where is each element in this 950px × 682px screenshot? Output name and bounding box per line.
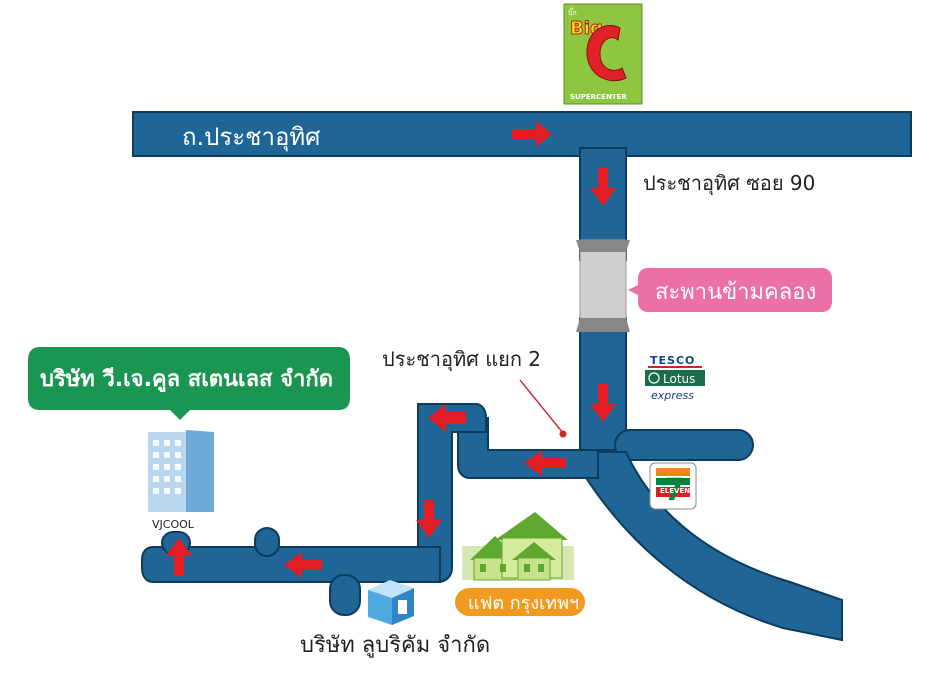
svg-text:สะพานข้ามคลอง: สะพานข้ามคลอง xyxy=(655,280,816,305)
stub-road-mid xyxy=(254,527,280,557)
main-road-label: ถ.ประชาอุทิศ xyxy=(182,123,320,152)
svg-text:7: 7 xyxy=(664,473,685,508)
arrow-left-bottom-road xyxy=(284,552,322,578)
vjcool-building: VJCOOL xyxy=(148,430,214,531)
route-arrows xyxy=(166,121,616,578)
bridge-callout: สะพานข้ามคลอง xyxy=(628,268,832,312)
lubricom-building xyxy=(368,580,414,625)
arrow-down-soi90 xyxy=(590,168,616,206)
svg-text:บิ๊ก: บิ๊ก xyxy=(568,7,577,17)
vjcool-label: VJCOOL xyxy=(152,518,195,531)
flats-label-badge: แฟต กรุงเทพฯ xyxy=(455,588,585,616)
svg-text:Lotus: Lotus xyxy=(663,372,695,386)
junction-pointer xyxy=(519,379,564,434)
svg-text:express: express xyxy=(651,389,694,402)
side-road-east xyxy=(614,429,754,461)
arrow-down-connector xyxy=(416,500,442,538)
arrow-up-vjcool xyxy=(166,538,192,576)
svg-text:SUPERCENTER: SUPERCENTER xyxy=(570,93,627,101)
junction-label: ประชาอุทิศ แยก 2 xyxy=(382,347,541,372)
bridge xyxy=(576,239,630,332)
svg-text:แฟต กรุงเทพฯ: แฟต กรุงเทพฯ xyxy=(468,593,579,614)
bigc-logo: บิ๊ก Big SUPERCENTER xyxy=(563,3,643,105)
tesco-lotus-logo: TESCO Lotus express xyxy=(645,354,705,402)
company-callout: บริษัท วี.เจ.คูล สเตนเลส จำกัด xyxy=(28,347,350,420)
junction-dot xyxy=(559,430,567,438)
lubricom-label: บริษัท ลูบริคัม จำกัด xyxy=(300,633,490,658)
arrow-down-soi90-lower xyxy=(590,384,616,422)
curved-road-southeast xyxy=(580,451,843,642)
svg-text:บริษัท วี.เจ.คูล สเตนเลส จำกัด: บริษัท วี.เจ.คูล สเตนเลส จำกัด xyxy=(40,367,333,393)
stub-road-bottom xyxy=(329,574,361,616)
svg-text:ELEVEN: ELEVEN xyxy=(660,487,690,495)
flats-houses xyxy=(462,512,574,581)
arrow-left-connector xyxy=(428,404,466,432)
svg-text:TESCO: TESCO xyxy=(650,354,695,367)
arrow-left-side-road xyxy=(524,450,566,476)
soi-90-label: ประชาอุทิศ ซอย 90 xyxy=(643,171,815,196)
arrow-right-main-road xyxy=(512,121,552,147)
seven-eleven-logo: 7 ELEVEN xyxy=(649,462,697,510)
